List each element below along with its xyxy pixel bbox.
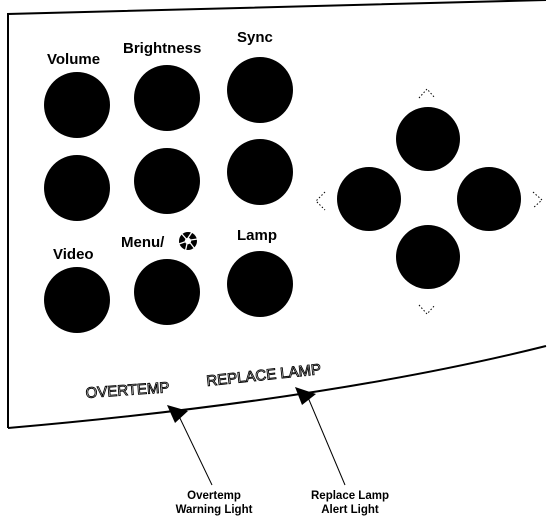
video-label: Video bbox=[53, 246, 94, 263]
replace-lamp-callout-line2: Alert Light bbox=[321, 504, 379, 516]
lamp-label: Lamp bbox=[237, 227, 277, 244]
volume-up-button[interactable] bbox=[44, 72, 110, 138]
replace-lamp-leader-line bbox=[306, 394, 346, 486]
overtemp-indicator: OVERTEMP bbox=[85, 379, 170, 402]
aperture-icon bbox=[178, 231, 198, 251]
lamp-button[interactable] bbox=[227, 251, 293, 317]
replace-lamp-callout-line1: Replace Lamp bbox=[311, 490, 389, 502]
replace-lamp-indicator: REPLACE LAMP bbox=[206, 361, 322, 390]
brightness-up-button[interactable] bbox=[134, 65, 200, 131]
menu-label: Menu/ bbox=[121, 234, 165, 251]
volume-down-button[interactable] bbox=[44, 155, 110, 221]
overtemp-arrowhead bbox=[167, 405, 188, 423]
chevron-right-icon bbox=[532, 191, 543, 209]
brightness-down-button[interactable] bbox=[134, 148, 200, 214]
nav-up-button[interactable] bbox=[396, 107, 460, 171]
nav-right-button[interactable] bbox=[457, 167, 521, 231]
brightness-label: Brightness bbox=[123, 40, 201, 57]
chevron-left-icon bbox=[315, 191, 326, 211]
overtemp-callout-line1: Overtemp bbox=[187, 490, 241, 502]
sync-down-button[interactable] bbox=[227, 139, 293, 205]
chevron-up-icon bbox=[418, 88, 436, 99]
sync-label: Sync bbox=[237, 29, 273, 46]
overtemp-callout-line2: Warning Light bbox=[176, 504, 253, 516]
chevron-down-icon bbox=[418, 304, 436, 315]
nav-down-button[interactable] bbox=[396, 225, 460, 289]
volume-label: Volume bbox=[47, 51, 100, 68]
video-button[interactable] bbox=[44, 267, 110, 333]
nav-left-button[interactable] bbox=[337, 167, 401, 231]
menu-button[interactable] bbox=[134, 259, 200, 325]
replace-lamp-arrowhead bbox=[295, 387, 316, 405]
sync-up-button[interactable] bbox=[227, 57, 293, 123]
overtemp-leader-line bbox=[176, 411, 213, 486]
